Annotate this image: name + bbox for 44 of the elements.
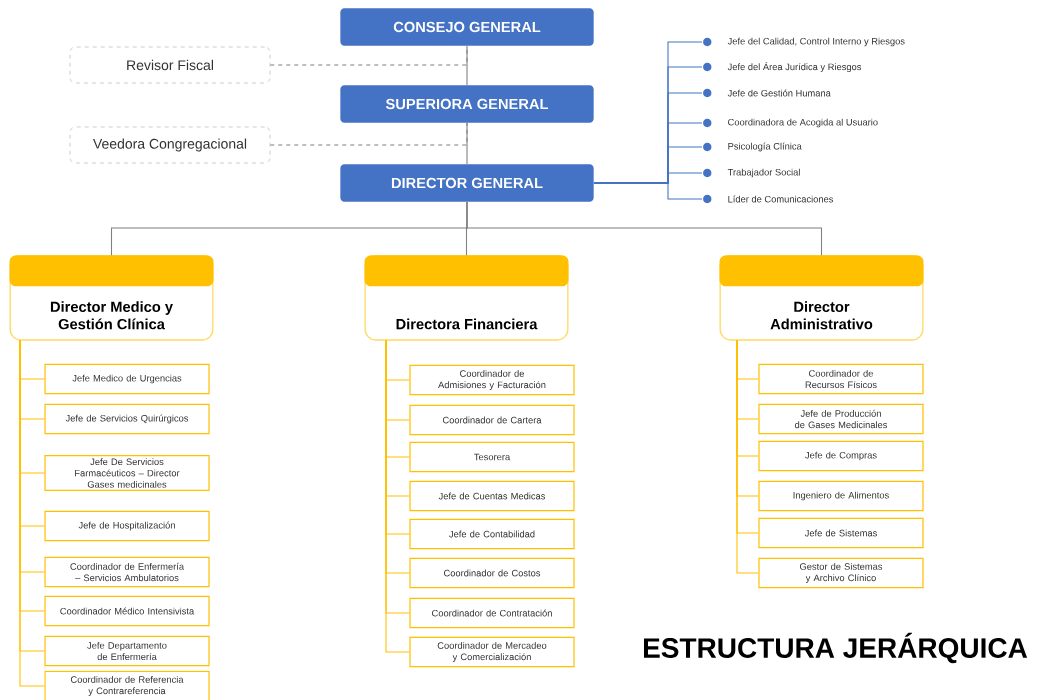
position-box: Coordinador Médico Intensivista bbox=[44, 595, 210, 627]
position-box: Jefe de Servicios Quirúrgicos bbox=[44, 403, 210, 435]
position-box: Jefe Medico de Urgencias bbox=[44, 363, 210, 395]
staff-label: Líder de Comunicaciones bbox=[703, 194, 834, 204]
position-box: Jefe De Servicios Farmacéuticos – Director Gases medicinales bbox=[44, 454, 210, 492]
staff-label: Jefe del Calidad, Control Interno y Riesgos bbox=[703, 37, 905, 47]
position-box: Jefe de Compras bbox=[758, 440, 924, 472]
connector-line bbox=[736, 339, 759, 574]
director-card: Directora Financiera bbox=[364, 255, 569, 341]
staff-label: Jefe del Área Jurídica y Riesgos bbox=[703, 62, 862, 72]
connector-line bbox=[466, 122, 468, 165]
position-box: Jefe de Sistemas bbox=[758, 517, 924, 549]
position-box: Jefe de Hospitalización bbox=[44, 510, 210, 542]
title: ESTRUCTURA JERÁRQUICA bbox=[644, 632, 1028, 664]
position-box: Coordinador de Admisiones y Facturación bbox=[409, 364, 575, 396]
role-box: SUPERIORA GENERAL bbox=[340, 85, 594, 123]
position-box: Tesorera bbox=[409, 441, 575, 473]
director-card: Director Medico y Gestión Clínica bbox=[9, 255, 214, 341]
dashed-connector bbox=[269, 122, 468, 146]
position-box: Coordinador de Referencia y Contrareferencia bbox=[44, 670, 210, 700]
position-box: Coordinador de Costos bbox=[409, 557, 575, 589]
position-box: Jefe Departamento de Enfermería bbox=[44, 635, 210, 667]
position-box: Coordinador de Recursos Físicos bbox=[758, 363, 924, 395]
position-box: Jefe de Producción de Gases Medicinales bbox=[758, 403, 924, 435]
advisor-box: Veedora Congregacional bbox=[69, 126, 271, 164]
position-box: Jefe de Contabilidad bbox=[409, 518, 575, 550]
position-box: Coordinador de Mercadeo y Comercialización bbox=[409, 636, 575, 668]
position-box: Gestor de Sistemas y Archivo Clínico bbox=[758, 557, 924, 589]
connector-line bbox=[466, 201, 823, 256]
staff-label: Jefe de Gestión Humana bbox=[703, 88, 831, 98]
position-box: Ingeniero de Alimentos bbox=[758, 480, 924, 512]
director-card: Director Administrativo bbox=[719, 255, 924, 341]
position-box: Coordinador de Contratación bbox=[409, 597, 575, 629]
role-box: CONSEJO GENERAL bbox=[340, 8, 594, 46]
staff-label: Psicología Clínica bbox=[703, 142, 802, 152]
connector-line bbox=[466, 45, 468, 86]
role-box: DIRECTOR GENERAL bbox=[340, 164, 594, 202]
position-box: Coordinador de Enfermería – Servicios Ambulatorios bbox=[44, 556, 210, 588]
staff-label: Coordinadora de Acogida al Usuario bbox=[703, 118, 878, 128]
position-box: Coordinador de Cartera bbox=[409, 404, 575, 436]
staff-label: Trabajador Social bbox=[703, 168, 800, 178]
position-box: Jefe de Cuentas Medicas bbox=[409, 480, 575, 512]
advisor-box: Revisor Fiscal bbox=[69, 46, 271, 84]
bullet-connector bbox=[593, 182, 703, 200]
